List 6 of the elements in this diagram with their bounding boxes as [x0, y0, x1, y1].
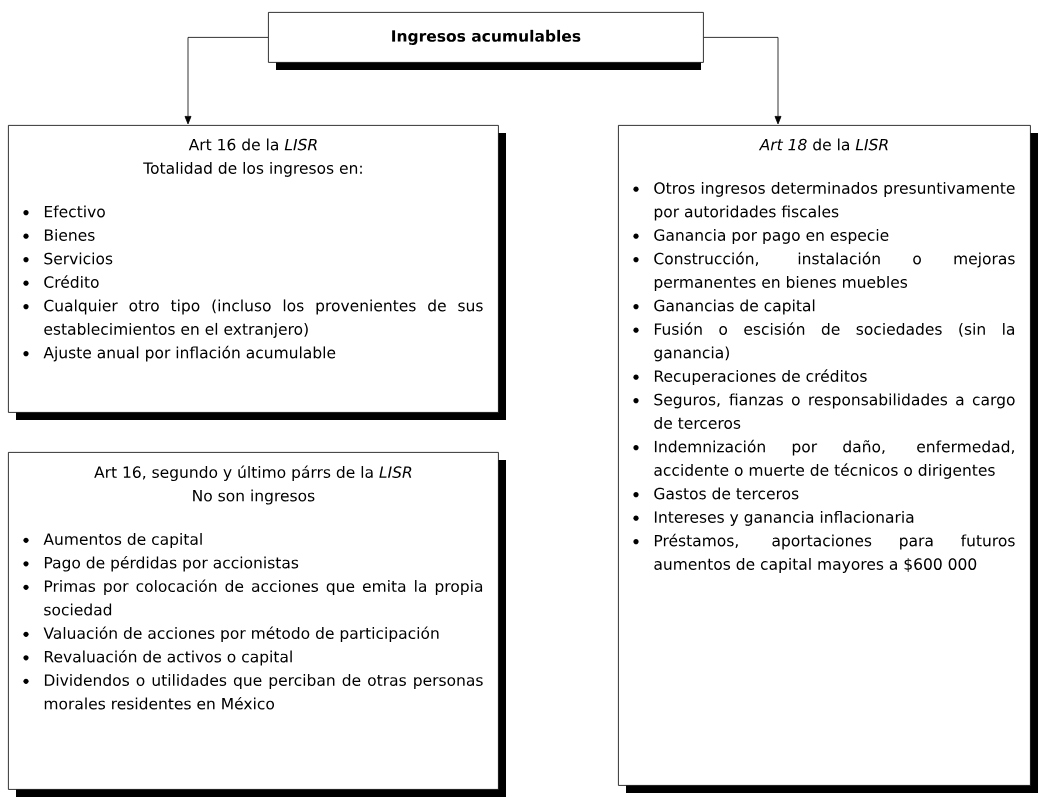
text-box: Art 16 de la LISR Totalidad de los ingresos en: Efectivo Bienes Servicios Crédito Cualquier otro tipo (incluso los provenientes de sus establecimientos en el extranjero) Ajuste anual por inflación acumulable: [8, 125, 499, 413]
arrow: [703, 37, 782, 125]
text-box: Art 16, segundo y último párrs de la LISR No son ingresos Aumentos de capital Pago de pérdidas por accionistas Primas por colocación de acciones que emita la propia sociedad Valuación de acciones por método de participación Revaluación de activos o capital Dividendos o utilidades que perciban de otras personas morales residentes en México: [8, 452, 499, 790]
text-box: Art 18 de la LISR Otros ingresos determinados presuntivamente por autoridades fiscales Ganancia por pago en especie Construcción, instalación o mejoras permanentes en bienes muebles Ganancias de capital Fusión o escisión de sociedades (sin la ganancia) Recuperaciones de créditos Seguros, fianzas o responsabilidades a cargo de terceros Indemnización por daño, enfermedad, accidente o muerte de técnicos o dirigentes Gastos de terceros Intereses y ganancia inflacionaria Préstamos, aportaciones para futuros aumentos de capital mayores a $600 000: [618, 125, 1031, 786]
arrow: [184, 37, 269, 125]
text-box: Ingresos acumulables: [268, 12, 704, 63]
